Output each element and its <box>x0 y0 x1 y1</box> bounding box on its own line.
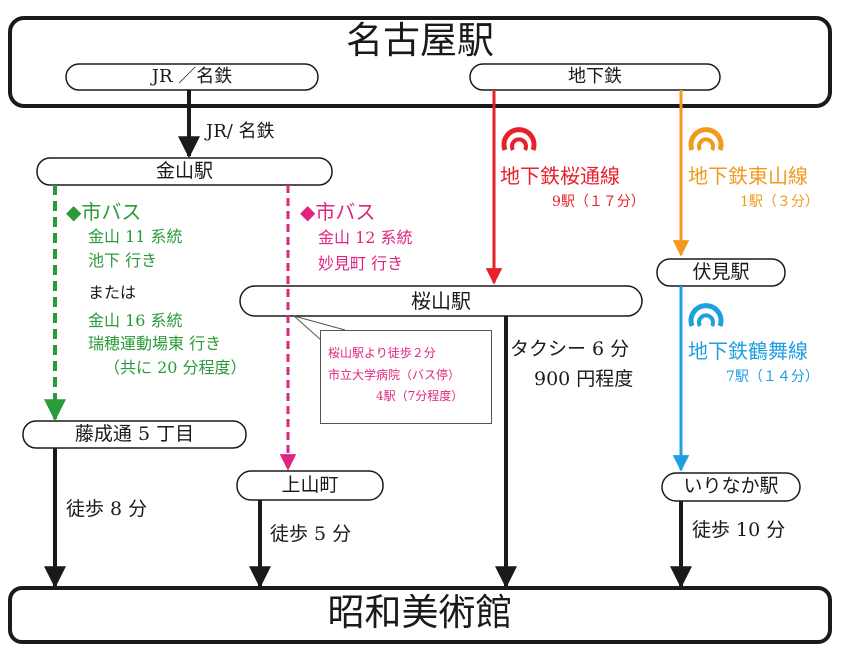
note-pointer <box>293 315 346 331</box>
jr-meitetsu-arrow-label: JR/ 名鉄 <box>206 121 275 142</box>
magenta-bus-line1: 金山 12 系統 <box>318 228 413 247</box>
jr-meitetsu-label: JR ／名鉄 <box>151 66 233 87</box>
kanayama-station: 金山駅 <box>155 160 213 182</box>
green-bus-header: ◆市バス <box>66 200 142 224</box>
green-bus-line2: 池下 行き <box>88 251 158 270</box>
fujinari-stop: 藤成通 5 丁目 <box>74 423 195 445</box>
kamiyama-stop: 上山町 <box>281 474 339 496</box>
destination-title: 昭和美術館 <box>327 591 513 634</box>
fujinari-pill <box>22 420 247 449</box>
fushimi-pill <box>656 258 786 287</box>
hospital-note-box <box>320 330 492 424</box>
irinaka-pill <box>661 472 801 502</box>
sakuradori-line-name: 地下鉄桜通線 <box>500 164 620 188</box>
subway-label: 地下鉄 <box>568 66 622 87</box>
sakurayama-pill <box>239 285 643 317</box>
irinaka-station: いりなか駅 <box>683 475 779 497</box>
magenta-bus-header: ◆市バス <box>300 200 376 224</box>
green-bus-line1: 金山 11 系統 <box>88 227 183 246</box>
magenta-bus-line2: 妙見町 行き <box>318 254 404 273</box>
subway-logo-icon <box>688 303 724 328</box>
note-line1: 桜山駅より徒歩２分 <box>328 346 436 360</box>
green-bus-or: または <box>88 283 137 302</box>
walk-irinaka-label: 徒歩 10 分 <box>692 519 786 541</box>
kamiyama-pill <box>236 470 384 501</box>
subway-logo-icon <box>688 127 724 152</box>
origin-title: 名古屋駅 <box>346 19 494 62</box>
green-bus-line3: 金山 16 系統 <box>88 311 183 330</box>
sakuradori-line-detail: 9駅（１７分） <box>552 194 645 210</box>
taxi-fare: 900 円程度 <box>534 368 634 390</box>
higashiyama-line-name: 地下鉄東山線 <box>688 164 808 188</box>
green-bus-line5: （共に 20 分程度） <box>104 358 247 377</box>
walk-kamiyama-label: 徒歩 5 分 <box>270 523 352 545</box>
fushimi-station: 伏見駅 <box>692 261 750 283</box>
note-line3: 4駅（7分程度） <box>376 389 464 403</box>
subway-logo-icon <box>501 127 537 152</box>
note-pointer <box>293 315 322 341</box>
tsurumai-line-detail: 7駅（１４分） <box>726 369 819 385</box>
subway-pill <box>469 63 721 91</box>
taxi-time: タクシー 6 分 <box>510 338 630 360</box>
jr-meitetsu-pill <box>65 63 319 91</box>
note-line2: 市立大学病院（バス停） <box>328 368 461 382</box>
sakurayama-station: 桜山駅 <box>411 289 471 313</box>
higashiyama-line-detail: 1駅（３分） <box>740 194 819 210</box>
walk-fujinari-label: 徒歩 8 分 <box>66 498 148 520</box>
tsurumai-line-name: 地下鉄鶴舞線 <box>688 339 808 363</box>
destination-box <box>8 586 832 644</box>
green-bus-line4: 瑞穂運動場東 行き <box>88 334 222 353</box>
